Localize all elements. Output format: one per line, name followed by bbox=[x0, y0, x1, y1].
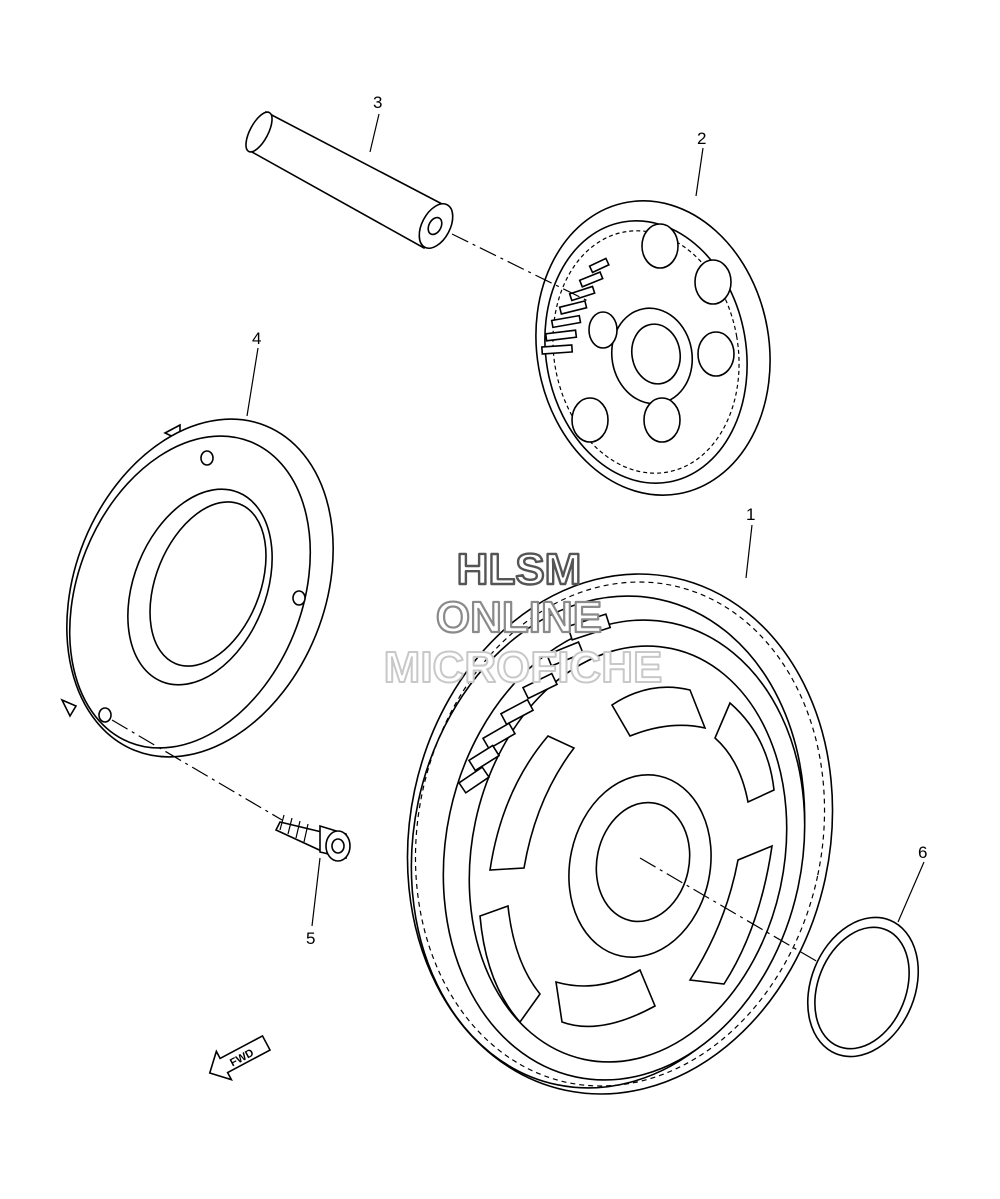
part-6-washer[interactable] bbox=[788, 901, 938, 1073]
callout-4: 4 bbox=[252, 329, 261, 348]
watermark-line-2: ONLINE bbox=[436, 593, 602, 642]
leader-lines bbox=[246, 113, 925, 927]
assembly-centerlines bbox=[111, 233, 819, 963]
part-2-idler-gear[interactable] bbox=[513, 182, 793, 514]
gear-2-holes bbox=[571, 223, 735, 443]
fwd-arrow-label: FWD bbox=[228, 1047, 256, 1069]
gear-1-teeth bbox=[457, 613, 612, 794]
callout-2: 2 bbox=[697, 129, 706, 148]
gear-1-windows bbox=[479, 686, 775, 1028]
watermark-line-1: HLSM bbox=[457, 545, 582, 594]
fwd-arrow: FWD bbox=[208, 1034, 272, 1081]
watermark: HLSM ONLINE MICROFICHE bbox=[383, 544, 664, 693]
callout-3: 3 bbox=[373, 93, 382, 112]
callout-1: 1 bbox=[746, 505, 755, 524]
gear-2-teeth bbox=[540, 257, 610, 355]
callout-5: 5 bbox=[306, 929, 315, 948]
watermark-line-3: MICROFICHE bbox=[384, 643, 663, 692]
part-5-bolt[interactable] bbox=[274, 814, 351, 862]
part-1-starter-wheel-gear[interactable] bbox=[360, 534, 880, 1134]
callout-6: 6 bbox=[918, 843, 927, 862]
part-4-starter-clutch[interactable] bbox=[19, 379, 382, 797]
part-3-shaft[interactable] bbox=[241, 108, 460, 253]
callouts: 3 2 4 1 5 6 bbox=[252, 93, 927, 948]
